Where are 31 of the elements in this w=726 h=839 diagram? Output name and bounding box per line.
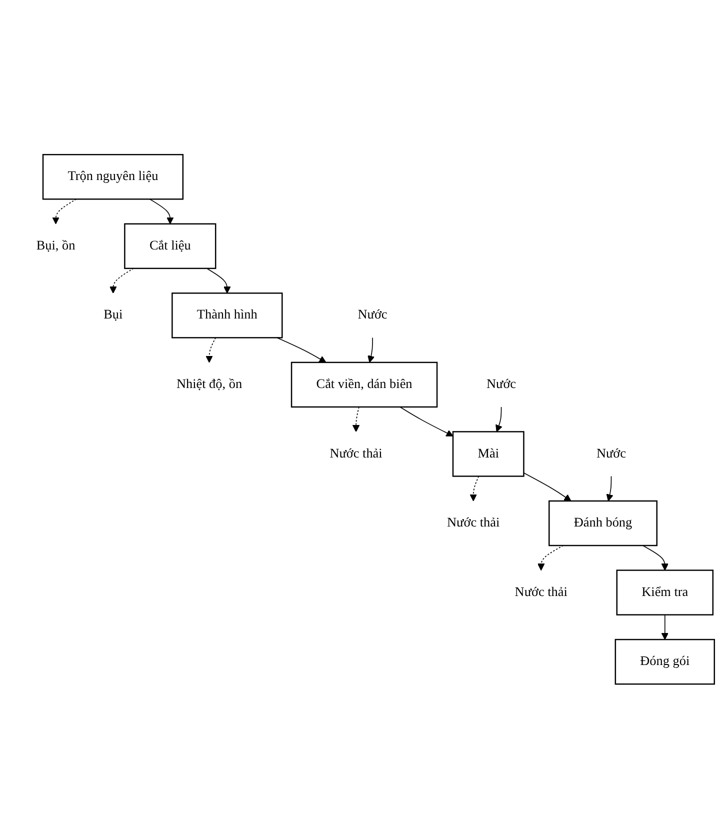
node-box: Mài (452, 431, 524, 478)
node-text: Nước (486, 377, 516, 392)
node-text: Nước thải (330, 446, 382, 461)
node-text: Nước (358, 308, 388, 322)
node-text: Bụi (104, 308, 123, 322)
arrow (206, 268, 231, 294)
arrow (368, 337, 375, 363)
node-text: Nước thải (447, 516, 500, 530)
node-box: Thành hình (172, 292, 283, 338)
node-box: Cắt viền, dán biên (290, 362, 438, 408)
arrow (470, 476, 480, 502)
arrow (523, 472, 572, 502)
arrow (206, 337, 216, 363)
node-box: Cắt liệu (124, 223, 216, 270)
arrow (661, 614, 669, 640)
node-box: Kiểm tra (616, 570, 714, 616)
node-box: Trộn nguyên liệu (42, 154, 184, 200)
arrow (606, 476, 614, 502)
arrow (642, 545, 669, 571)
node-text: Nhiệt độ, ồn (176, 377, 242, 392)
arrow (496, 406, 502, 432)
node-text: Nước (596, 446, 626, 461)
node-box: Đóng gói (614, 639, 715, 685)
node-text: Bụi, ồn (36, 238, 76, 253)
node-text: Nước thải (514, 585, 568, 600)
arrow (149, 198, 174, 224)
arrow (276, 337, 326, 363)
arrow (400, 406, 454, 437)
arrow (352, 406, 360, 432)
node-box: Đánh bóng (548, 500, 658, 546)
arrow (110, 268, 134, 294)
